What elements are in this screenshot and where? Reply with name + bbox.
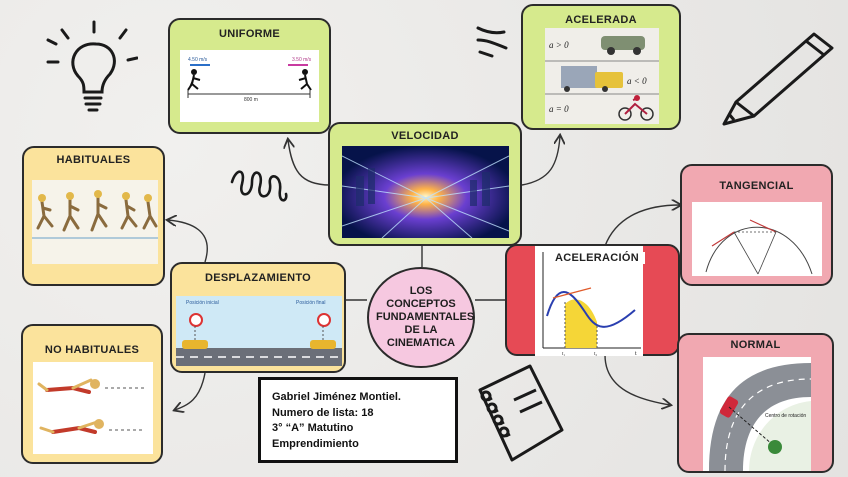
accel-positive-label: a > 0 xyxy=(549,40,569,50)
author-name: Gabriel Jiménez Montiel. xyxy=(272,391,401,403)
central-topic: LOS CONCEPTOS FUNDAMENTALES DE LA CINEMA… xyxy=(367,267,475,368)
node-title: UNIFORME xyxy=(218,28,281,40)
notebook-icon xyxy=(478,364,564,462)
tick-t1: t₁ xyxy=(562,352,565,356)
start-position-label: Posición inicial xyxy=(186,300,219,306)
rotation-center-label: Centro de rotación xyxy=(765,413,806,419)
node-no-habituales: NO HABITUALES xyxy=(21,324,163,464)
accelerated-motion-illustration: a > 0 a < 0 a = 0 xyxy=(545,28,659,124)
node-uniforme: UNIFORME 4.50 m/s 3.50 m/s 800 m xyxy=(168,18,331,134)
speed-left-label: 4.50 m/s xyxy=(188,57,208,63)
node-title: DESPLAZAMIENTO xyxy=(204,272,312,284)
pencil-icon xyxy=(722,32,834,126)
author-group: 3° “A” Matutino xyxy=(272,422,354,434)
node-habituales: HABITUALES xyxy=(22,146,165,286)
distance-label: 800 m xyxy=(244,97,258,103)
end-position-label: Posición final xyxy=(296,300,325,306)
node-title: ACELERADA xyxy=(565,14,637,26)
speed-light-illustration xyxy=(342,146,509,238)
spring-doodle-icon xyxy=(230,170,288,202)
uniform-motion-illustration: 4.50 m/s 3.50 m/s 800 m xyxy=(180,50,319,122)
author-list-number: Numero de lista: 18 xyxy=(272,406,374,419)
speed-right-label: 3.50 m/s xyxy=(292,57,312,63)
node-desplazamiento: DESPLAZAMIENTO Posición inicial Posición… xyxy=(170,262,346,373)
falling-runner-illustration xyxy=(33,362,153,454)
normal-acceleration-illustration: Centro de rotación xyxy=(703,357,811,471)
running-sequence-illustration xyxy=(32,180,158,264)
axis-t-label: t xyxy=(635,351,637,356)
node-title: TANGENCIAL xyxy=(719,180,794,192)
node-title: NO HABITUALES xyxy=(44,344,140,356)
node-title: VELOCIDAD xyxy=(391,130,459,142)
node-title: HABITUALES xyxy=(56,154,131,166)
lightbulb-icon xyxy=(46,20,138,112)
accel-zero-label: a = 0 xyxy=(549,104,569,114)
node-title: NORMAL xyxy=(730,339,781,351)
acceleration-graph-illustration: t₁ t₂ t xyxy=(535,246,643,356)
author-info-box: Gabriel Jiménez Montiel. Numero de lista… xyxy=(258,377,458,463)
node-normal: NORMAL Centro de rotación xyxy=(677,333,834,473)
node-acelerada: ACELERADA a > 0 a < 0 a = 0 xyxy=(521,4,681,130)
tangential-vector-illustration xyxy=(692,202,822,276)
displacement-illustration: Posición inicial Posición final xyxy=(176,296,342,366)
node-tangencial: TANGENCIAL xyxy=(680,164,833,286)
tick-t2: t₂ xyxy=(594,352,597,356)
author-subject: Emprendimiento xyxy=(272,437,359,450)
central-topic-label: LOS CONCEPTOS FUNDAMENTALES DE LA CINEMA… xyxy=(376,285,475,349)
accel-negative-label: a < 0 xyxy=(627,76,647,86)
aceleracion-title-overlay: ACELERACIÓN xyxy=(551,252,645,264)
sparkle-doodle-icon xyxy=(476,26,508,58)
node-velocidad: VELOCIDAD xyxy=(328,122,522,246)
